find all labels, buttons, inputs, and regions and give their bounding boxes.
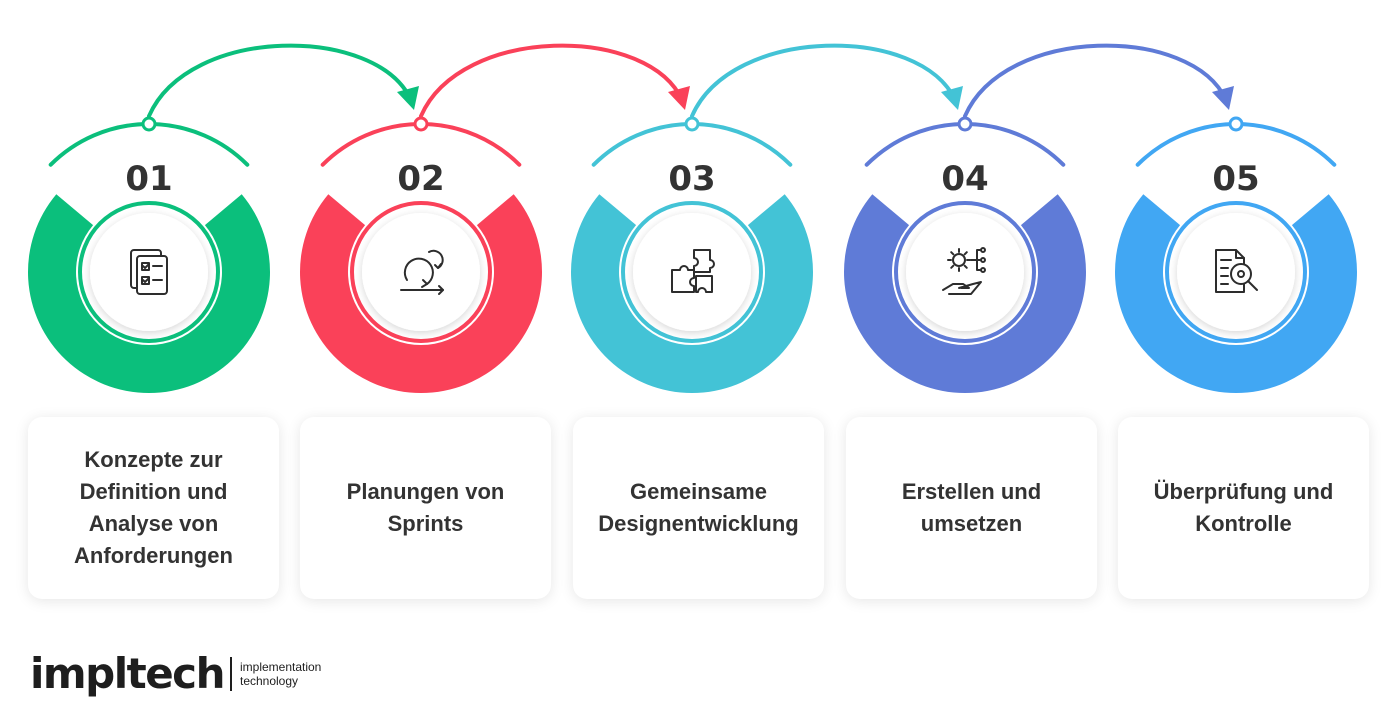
step-05-label-line: Überprüfung und <box>1153 479 1334 504</box>
step-04-number: 04 <box>941 159 988 199</box>
process-diagram: 01 02 03 04 05 <box>28 43 1357 393</box>
step-04-icon-disc <box>906 213 1024 331</box>
step-04-top-arc <box>864 116 1066 167</box>
step-02-top-arc <box>320 116 522 167</box>
step-04-inner-ring <box>894 201 1036 343</box>
logo-tagline-line-2: technology <box>239 674 299 688</box>
step-05-inner-ring <box>1165 201 1307 343</box>
step-01-inner-ring <box>78 201 220 343</box>
step-rings: 01 02 03 04 05 <box>28 116 1357 393</box>
gear-hand-icon <box>942 247 986 295</box>
step-02-inner-ring <box>350 201 492 343</box>
step-04-label: Erstellen und umsetzen <box>902 476 1041 540</box>
step-02-ring <box>300 194 542 393</box>
step-03-node <box>684 116 700 132</box>
step-04-node <box>957 116 973 132</box>
step-01-label-line: Anforderungen <box>74 543 233 568</box>
step-03-label-line: Designentwicklung <box>598 511 799 536</box>
step-03-number: 03 <box>668 159 715 199</box>
step-05-top-arc <box>1135 116 1337 167</box>
step-04-ring <box>844 194 1086 393</box>
step-02-label-line: Planungen von <box>346 479 505 504</box>
step-05-ring <box>1115 194 1357 393</box>
logo-wordmark: impltech <box>30 649 225 698</box>
checklist-documents-icon <box>130 249 168 295</box>
step-03-inner-ring <box>621 201 763 343</box>
step-04-card: Erstellen und umsetzen <box>846 417 1097 599</box>
step-01-node <box>141 116 157 132</box>
step-04-label-line: umsetzen <box>920 511 1023 536</box>
connector-arrows <box>147 43 1234 118</box>
step-05-node <box>1228 116 1244 132</box>
step-01-top-arc <box>48 116 250 167</box>
step-03-label-line: Gemeinsame <box>630 479 767 504</box>
step-01-label-line: Konzepte zur <box>84 447 223 472</box>
document-magnifier-icon <box>1215 249 1258 293</box>
step-02-icon-disc <box>362 213 480 331</box>
step-01-ring <box>28 194 271 393</box>
step-02-node <box>413 116 429 132</box>
logo-tagline: implementation technology <box>240 660 321 688</box>
logo-divider <box>229 657 232 691</box>
connector-arrow-03 <box>690 43 963 118</box>
step-04-label-line: Erstellen und <box>901 479 1042 504</box>
step-03-top-arc <box>591 116 793 167</box>
step-02-label-line: Sprints <box>387 511 464 536</box>
impltech-logo: impltech implementation technology <box>30 646 321 702</box>
logo-tagline-line-1: implementation <box>239 660 322 674</box>
connector-arrow-04 <box>963 43 1234 118</box>
step-01-number: 01 <box>125 159 172 199</box>
step-03-ring <box>570 194 813 393</box>
step-03-icon-disc <box>633 213 751 331</box>
step-05-number: 05 <box>1212 159 1259 199</box>
connector-arrow-01 <box>147 43 419 118</box>
step-02-number: 02 <box>397 159 444 199</box>
connector-arrow-02 <box>419 43 690 118</box>
step-05-label-line: Kontrolle <box>1195 511 1292 536</box>
step-01-label-line: Analyse von <box>88 511 219 536</box>
puzzle-pieces-icon <box>671 249 715 293</box>
step-01-label-line: Definition und <box>79 479 228 504</box>
sprint-cycle-icon <box>400 249 444 295</box>
